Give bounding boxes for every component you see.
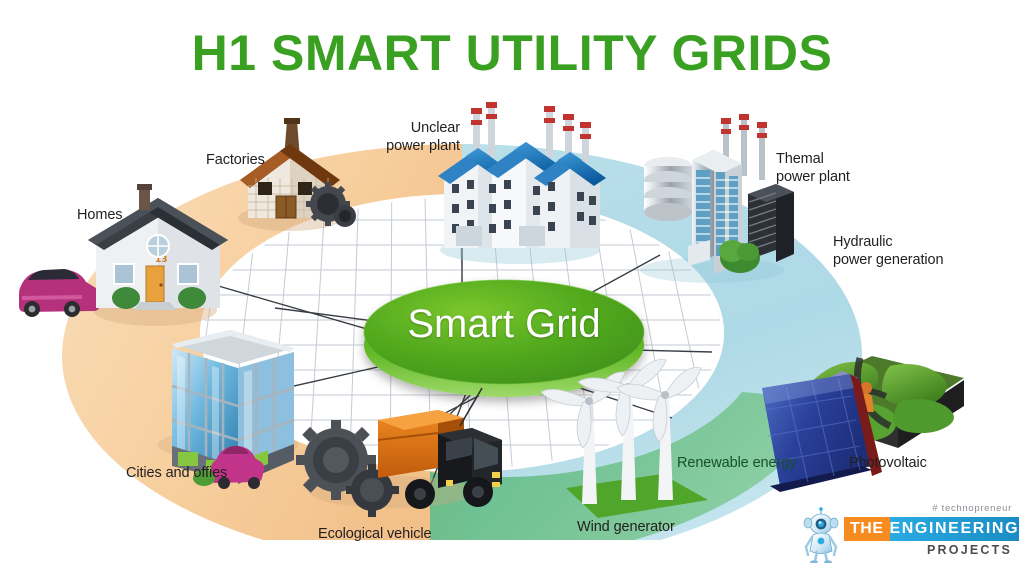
label-ecological-vehicle: Ecological vehicle — [318, 526, 432, 542]
label-renewable-energy: Renewable energy — [677, 455, 797, 471]
label-cities-and-offices: Cities and offies — [126, 465, 228, 481]
solar-panel-icon — [762, 374, 882, 492]
logo-projects: PROJECTS — [927, 543, 1012, 557]
label-wind-generator: Wind generator — [577, 519, 675, 535]
label-factories: Factories — [206, 152, 265, 168]
truck-icon — [296, 387, 502, 517]
label-homes: Homes — [77, 207, 123, 223]
page-title: H1 SMART UTILITY GRIDS — [191, 25, 833, 81]
center-node-label: Smart Grid — [407, 302, 601, 346]
logo-engineering: ENGINEERING — [889, 517, 1020, 541]
smart-grid-diagram: 13 — [0, 100, 1024, 540]
label-photovoltaic: Photovoltaic — [849, 455, 927, 471]
office-building-icon — [158, 330, 298, 489]
house-icon: 13 — [19, 184, 228, 326]
center-node — [363, 279, 645, 397]
logo-bar: THE ENGINEERING — [844, 517, 1020, 541]
thermal-plant-icon — [640, 114, 794, 283]
robot-mascot-icon — [800, 507, 842, 564]
svg-text:13: 13 — [155, 255, 168, 265]
logo-the: THE — [844, 517, 890, 541]
label-thermal-power-plant: Themal power plant — [776, 151, 850, 185]
factory-icon — [238, 118, 356, 231]
brand-logo[interactable]: # technopreneur THE ENGINEERING PROJECTS — [800, 503, 1020, 567]
nuclear-plant-icon — [438, 102, 606, 264]
label-hydraulic-power-generation: Hydraulic power generation — [833, 234, 944, 268]
wind-turbine-icon — [540, 359, 708, 518]
logo-hashtag: # technopreneur — [932, 503, 1012, 514]
logo-wordmark: # technopreneur THE ENGINEERING PROJECTS — [844, 503, 1020, 557]
label-nuclear-power-plant: Unclear power plant — [386, 120, 460, 154]
